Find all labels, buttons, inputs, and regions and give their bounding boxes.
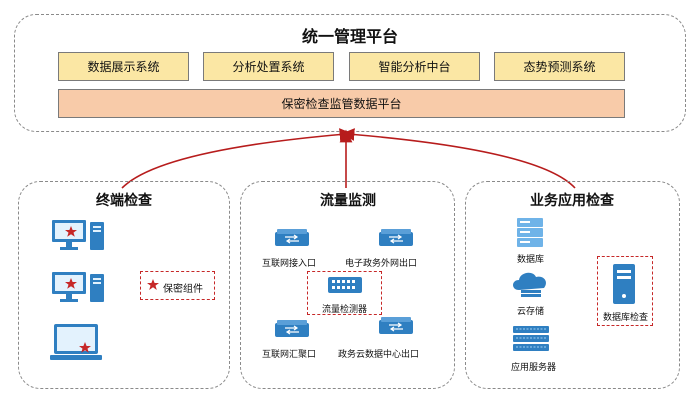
star-icon (65, 278, 77, 289)
traffic-detector-label: 流量检测器 (322, 305, 368, 315)
star-icon (79, 342, 91, 353)
cloud-storage-icon (513, 272, 547, 297)
internet-access-label: 互联网接入口 (262, 259, 317, 269)
internet-aggregation-label: 互联网汇聚口 (262, 350, 317, 360)
arrow-from-terminal (121, 128, 353, 189)
network-switch-icon (275, 320, 309, 337)
supervision-data-platform: 保密检查监管数据平台 (58, 89, 625, 118)
gov-cloud-dc-exit-label: 政务云数据中心出口 (338, 350, 420, 360)
traffic-detector-box (307, 271, 382, 315)
network-switch-icon (275, 229, 309, 246)
star-icon (147, 279, 159, 290)
terminal-check-panel (18, 181, 230, 389)
star-icon (65, 226, 77, 237)
detector-icon (328, 277, 362, 293)
database-label: 数据库 (517, 255, 545, 265)
laptop-icon (50, 324, 102, 360)
system-box-situation-prediction: 态势预测系统 (494, 52, 625, 81)
secret-component-label: 保密组件 (163, 284, 203, 295)
secret-component-box (140, 271, 215, 300)
traffic-monitoring-panel (240, 181, 455, 389)
business-app-title: 业务应用检查 (530, 193, 614, 209)
business-app-panel (465, 181, 680, 389)
egov-extranet-exit-label: 电子政务外网出口 (345, 259, 418, 269)
unified-platform-title: 统一管理平台 (301, 27, 398, 46)
app-server-label: 应用服务器 (511, 363, 557, 373)
database-icon (517, 218, 543, 247)
desktop-computer-icon (52, 220, 104, 250)
arrow-from-business (341, 128, 576, 189)
network-switch-icon (379, 317, 413, 334)
system-box-intelligent-analysis: 智能分析中台 (349, 52, 480, 81)
traffic-monitoring-title: 流量监测 (320, 193, 376, 209)
app-server-icon (513, 326, 549, 351)
network-switch-icon (379, 229, 413, 246)
system-box-data-display: 数据展示系统 (58, 52, 189, 81)
server-tower-icon (613, 264, 635, 304)
terminal-check-title: 终端检查 (96, 193, 152, 209)
cloud-storage-label: 云存储 (517, 307, 545, 317)
database-check-box (597, 256, 653, 326)
database-check-label: 数据库检查 (603, 313, 649, 323)
desktop-computer-icon (52, 272, 104, 302)
system-box-analysis-disposal: 分析处置系统 (203, 52, 334, 81)
